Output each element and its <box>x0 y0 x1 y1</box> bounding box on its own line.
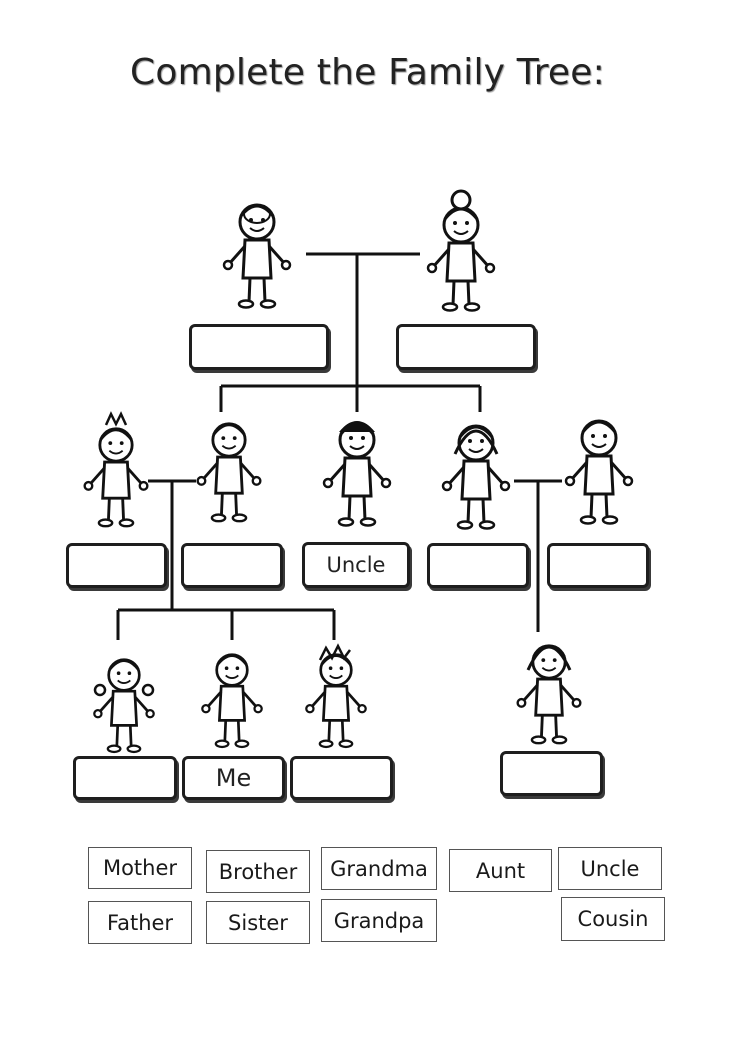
answer-box-mother[interactable] <box>427 543 529 588</box>
father-figure <box>196 422 262 523</box>
sister-figure <box>92 658 156 754</box>
word-bank-aunt[interactable]: Aunt <box>449 849 552 892</box>
tree-lines <box>116 252 562 640</box>
word-bank-father[interactable]: Father <box>88 901 192 944</box>
grandma-figure <box>426 189 496 312</box>
answer-box-sister[interactable] <box>73 756 177 800</box>
mother-figure <box>441 424 511 530</box>
page-title: Complete the Family Tree: <box>130 52 605 93</box>
aunt-in-law-figure <box>83 411 149 528</box>
word-bank-brother[interactable]: Brother <box>206 850 310 893</box>
answer-box-brother[interactable] <box>290 756 393 800</box>
brother-figure <box>304 643 368 749</box>
uncle-in-law-figure <box>564 419 634 525</box>
answer-box-uncle-in-law[interactable] <box>547 543 649 588</box>
grandpa-figure <box>222 203 292 309</box>
me-figure <box>200 653 264 749</box>
answer-box-grandma[interactable] <box>396 324 536 370</box>
answer-box-grandpa[interactable] <box>189 324 329 370</box>
answer-box-me[interactable]: Me <box>182 756 285 800</box>
word-bank-mother[interactable]: Mother <box>88 847 192 889</box>
answer-box-cousin[interactable] <box>500 751 603 796</box>
answer-box-father[interactable] <box>181 543 283 588</box>
answer-box-aunt-in-law[interactable] <box>66 543 167 588</box>
cousin-figure <box>516 644 582 745</box>
answer-box-uncle[interactable]: Uncle <box>302 542 410 588</box>
word-bank-uncle[interactable]: Uncle <box>558 847 662 890</box>
word-bank-sister[interactable]: Sister <box>206 901 310 944</box>
word-bank-grandma[interactable]: Grandma <box>321 847 437 890</box>
word-bank-grandpa[interactable]: Grandpa <box>321 899 437 942</box>
uncle-figure <box>322 421 392 527</box>
word-bank-cousin[interactable]: Cousin <box>561 897 665 941</box>
